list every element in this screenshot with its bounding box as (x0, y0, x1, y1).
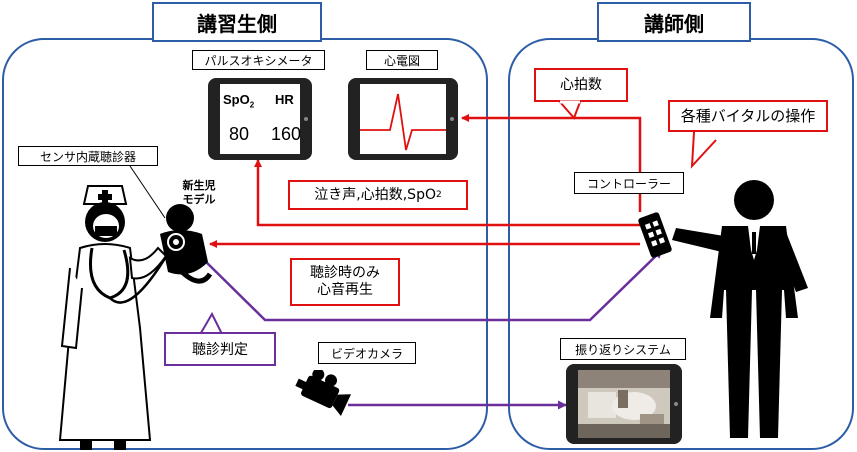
nurse-figure (58, 185, 172, 450)
controller-label: コントローラー (574, 172, 684, 194)
auscultation-playback-callout: 聴診時のみ心音再生 (290, 258, 400, 306)
ecg-label: 心電図 (366, 50, 438, 70)
video-camera-label: ビデオカメラ (318, 342, 416, 364)
vital-operations-callout: 各種バイタルの操作 (668, 100, 828, 132)
spo2-header: SpO2 (223, 92, 255, 110)
review-system-label: 振り返りシステム (560, 338, 686, 360)
controller-device (638, 212, 672, 258)
newborn-model-label: 新生児モデル (182, 178, 216, 206)
ecg-monitor (348, 78, 458, 160)
hr-value: 160 (271, 124, 302, 144)
review-video-frame (578, 370, 670, 438)
stethoscope-pointer (129, 165, 166, 219)
video-camera-icon (295, 370, 352, 416)
newborn-model-figure (160, 204, 213, 284)
heart-rate-callout: 心拍数 (534, 68, 628, 102)
instructor-side-title: 講師側 (597, 2, 751, 42)
ecg-waveform (360, 93, 446, 151)
auscultation-judgment-label: 聴診判定 (164, 332, 276, 366)
pulse-oximeter-device: SpO2 HR 80 160 (208, 78, 312, 160)
hr-header: HR (275, 92, 294, 107)
stethoscope-label: センサ内蔵聴診器 (18, 146, 158, 166)
pulse-oximeter-label: パルスオキシメータ (192, 50, 325, 70)
review-system-tablet (566, 364, 682, 444)
arrow-auscultation-to-controller (199, 249, 663, 322)
arrow-vitals-to-oximeter (254, 159, 640, 227)
student-side-title: 講習生側 (152, 2, 322, 42)
spo2-value: 80 (229, 124, 250, 144)
instructor-figure (638, 180, 808, 438)
